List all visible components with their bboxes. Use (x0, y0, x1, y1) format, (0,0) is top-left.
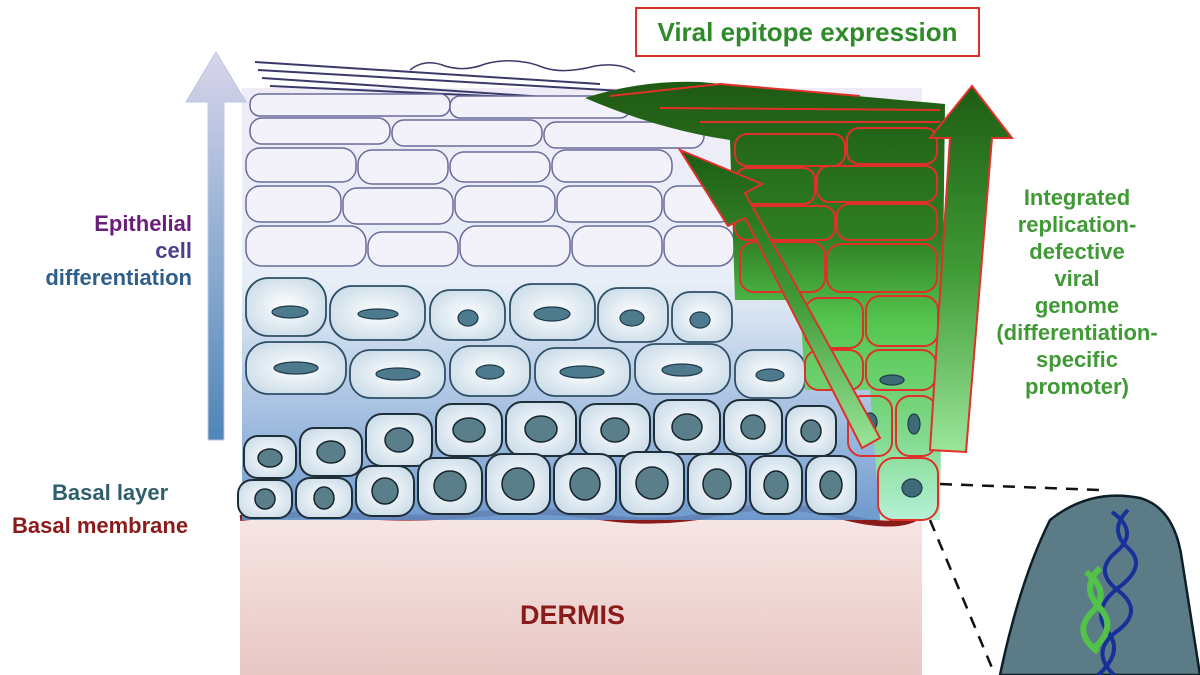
viral-epitope-title-box: Viral epitope expression (635, 7, 980, 57)
basal-layer-label: Basal layer (52, 480, 169, 505)
dermis-label: DERMIS (520, 600, 626, 630)
differentiation-arrow (185, 51, 247, 441)
zoom-line-lower (928, 519, 997, 675)
zoom-line-upper (939, 482, 1101, 492)
expression-arrow-right (927, 84, 1015, 454)
spinous-nuclei (271, 305, 785, 382)
genome-label-line: specific (1036, 347, 1118, 372)
viral-dna-helix (1080, 508, 1138, 675)
upper-cell-layer (245, 93, 735, 267)
epithelial-differentiation-label: Epithelial cell differentiation (40, 210, 192, 291)
viral-epitope-title: Viral epitope expression (657, 16, 958, 47)
genome-label-line: genome (1034, 293, 1120, 318)
epithelial-label-line3: differentiation (45, 265, 192, 290)
genome-label-line: viral (1054, 266, 1100, 291)
genome-label-line: (differentiation- (996, 320, 1158, 345)
basal-nuclei (254, 413, 843, 510)
epithelial-label-line2: cell (155, 238, 192, 263)
integrated-genome-label: Integrated replication- defective viral … (993, 184, 1161, 400)
infected-region (585, 81, 945, 521)
genome-label-line: defective (1029, 239, 1125, 264)
genome-label-line: Integrated (1023, 185, 1131, 210)
basal-membrane-label: Basal membrane (12, 513, 189, 538)
genome-label-line: replication- (1017, 212, 1137, 237)
dermis-region (240, 518, 922, 675)
expression-arrow-left (677, 147, 882, 450)
genome-label-line: promoter) (1025, 374, 1129, 399)
epithelial-label-line1: Epithelial (94, 211, 192, 236)
